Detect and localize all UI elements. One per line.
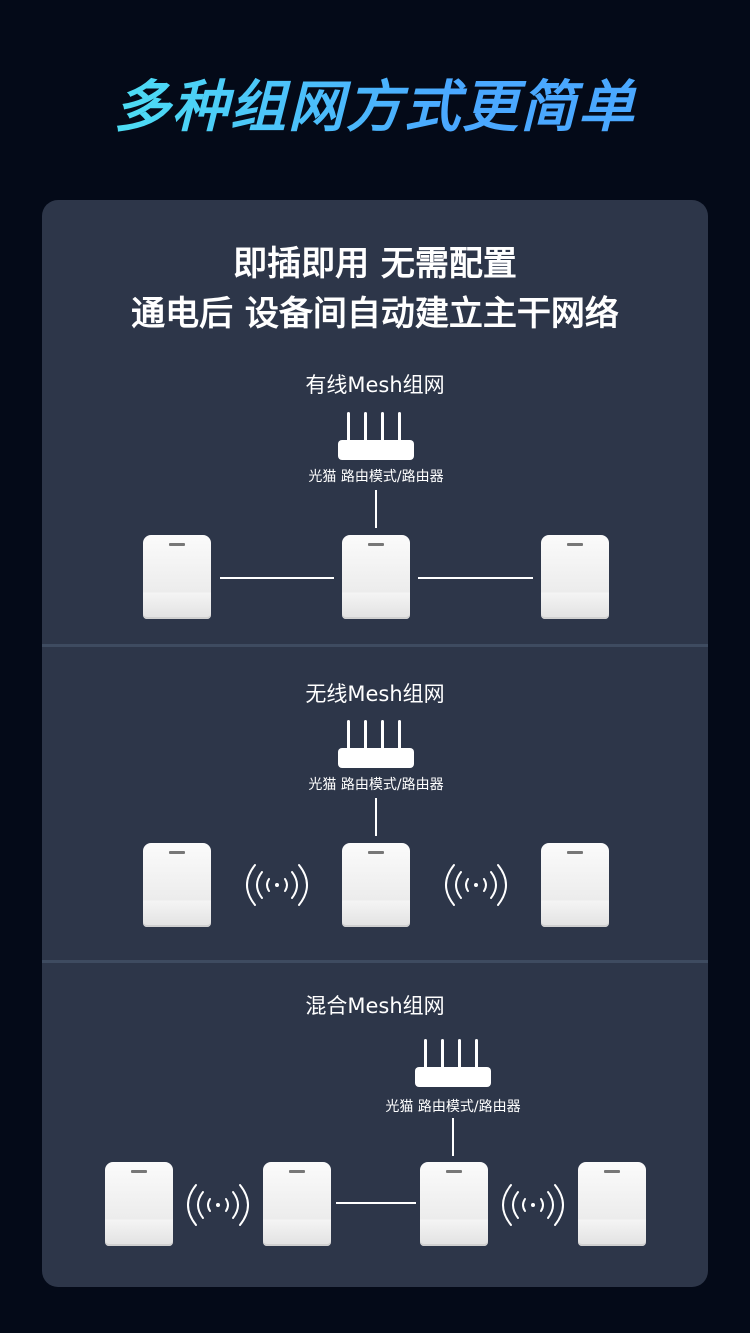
wired-link <box>375 798 377 836</box>
router-label: 光猫 路由模式/路由器 <box>308 777 444 793</box>
wireless-signal-icon <box>445 864 507 906</box>
section-title-wireless: 无线Mesh组网 <box>305 682 445 706</box>
wired-link <box>375 490 377 528</box>
hero-title: 多种组网方式更简单 <box>0 62 750 143</box>
wireless-signal-icon <box>502 1184 564 1226</box>
router-label: 光猫 路由模式/路由器 <box>308 469 444 485</box>
wireless-signal-icon <box>246 864 308 906</box>
subtitle-line-1: 即插即用 无需配置 <box>233 244 517 284</box>
wired-link <box>418 577 533 579</box>
router-icon <box>338 720 414 768</box>
mesh-node-device <box>143 535 211 619</box>
mesh-node-device <box>105 1162 173 1246</box>
mesh-node-device <box>578 1162 646 1246</box>
mesh-node-device <box>420 1162 488 1246</box>
mesh-node-device <box>342 535 410 619</box>
router-icon <box>338 412 414 460</box>
mesh-node-device <box>541 843 609 927</box>
mesh-node-device <box>342 843 410 927</box>
section-title-hybrid: 混合Mesh组网 <box>305 994 445 1018</box>
section-title-wired: 有线Mesh组网 <box>305 373 445 397</box>
router-label: 光猫 路由模式/路由器 <box>385 1099 521 1115</box>
wired-link <box>336 1202 416 1204</box>
mesh-node-device <box>263 1162 331 1246</box>
subtitle-line-2: 通电后 设备间自动建立主干网络 <box>131 294 619 334</box>
section-divider <box>42 960 708 963</box>
wired-link <box>220 577 334 579</box>
mesh-node-device <box>541 535 609 619</box>
content-card <box>42 200 708 1287</box>
router-icon <box>415 1039 491 1087</box>
section-divider <box>42 644 708 647</box>
mesh-node-device <box>143 843 211 927</box>
wireless-signal-icon <box>187 1184 249 1226</box>
wired-link <box>452 1118 454 1156</box>
